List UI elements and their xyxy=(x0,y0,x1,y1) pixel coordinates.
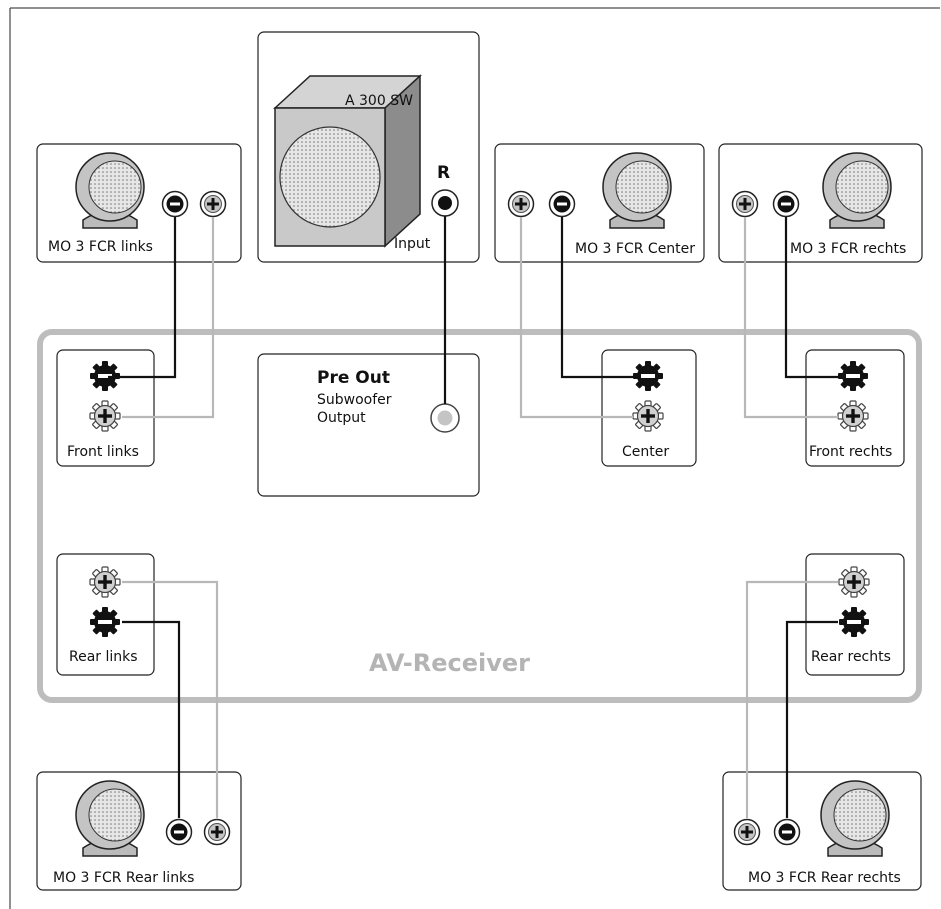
plus-terminal-icon xyxy=(203,818,231,846)
preout-title: Pre Out xyxy=(317,368,390,388)
speaker-label-rear-right: MO 3 FCR Rear rechts xyxy=(748,870,901,886)
receiver-label-front-left: Front links xyxy=(67,444,139,460)
speaker-label-center: MO 3 FCR Center xyxy=(575,241,695,257)
receiver-terminal-center: Center xyxy=(601,349,697,467)
plus-terminal-icon xyxy=(507,190,535,218)
preout-line-1: Subwoofer xyxy=(317,392,392,408)
minus-terminal-icon xyxy=(838,361,868,391)
minus-terminal-icon xyxy=(90,607,120,637)
wire-rear-right-negative xyxy=(785,620,838,818)
wire-front-left-positive xyxy=(122,217,215,419)
speaker-box-center: MO 3 FCR Center xyxy=(494,143,705,263)
receiver-preout-box: Pre Out Subwoofer Output xyxy=(257,353,480,497)
subwoofer-box: A 300 SW R Input xyxy=(257,31,480,263)
receiver-terminal-rear-left: Rear links xyxy=(56,553,155,676)
plus-terminal-icon xyxy=(199,190,227,218)
av-receiver-label: AV-Receiver xyxy=(369,649,530,677)
speaker-box-front-right: MO 3 FCR rechts xyxy=(718,143,923,263)
receiver-label-rear-right: Rear rechts xyxy=(811,649,891,665)
wire-front-left-negative xyxy=(108,217,177,379)
wire-center-negative xyxy=(560,217,633,379)
subwoofer-icon xyxy=(273,74,422,248)
speaker-label-rear-left: MO 3 FCR Rear links xyxy=(53,870,194,886)
speaker-label-front-right: MO 3 FCR rechts xyxy=(790,241,906,257)
plus-terminal-icon xyxy=(632,400,664,432)
wire-front-right-negative xyxy=(784,217,838,379)
speaker-box-rear-right: MO 3 FCR Rear rechts xyxy=(722,771,922,891)
receiver-label-rear-left: Rear links xyxy=(69,649,138,665)
plus-terminal-icon xyxy=(89,566,121,598)
receiver-terminal-rear-right: Rear rechts xyxy=(805,553,905,676)
minus-terminal-icon xyxy=(161,190,189,218)
page-frame xyxy=(9,7,940,909)
wire-front-right-positive xyxy=(743,217,838,419)
plus-terminal-icon xyxy=(838,566,870,598)
plus-terminal-icon xyxy=(733,818,761,846)
subwoofer-model-label: A 300 SW xyxy=(345,93,413,109)
wire-center-positive xyxy=(519,217,633,419)
speaker-box-front-left: MO 3 FCR links xyxy=(36,143,242,263)
minus-terminal-icon xyxy=(773,818,801,846)
minus-terminal-icon xyxy=(772,190,800,218)
av-receiver-frame xyxy=(37,329,922,703)
minus-terminal-icon xyxy=(633,361,663,391)
plus-terminal-icon xyxy=(731,190,759,218)
subwoofer-input-label: Input xyxy=(394,236,431,252)
receiver-label-center: Center xyxy=(622,444,669,460)
speaker-box-rear-left: MO 3 FCR Rear links xyxy=(36,771,242,891)
receiver-label-front-right: Front rechts xyxy=(809,444,892,460)
wire-rear-right-positive xyxy=(745,580,838,818)
wires xyxy=(108,216,838,818)
plus-terminal-icon xyxy=(89,400,121,432)
plus-terminal-icon xyxy=(837,400,869,432)
receiver-terminal-front-right: Front rechts xyxy=(805,349,905,467)
minus-terminal-icon xyxy=(548,190,576,218)
minus-terminal-icon xyxy=(165,818,193,846)
preout-line-2: Output xyxy=(317,410,366,426)
rca-jack-icon xyxy=(431,189,459,217)
minus-terminal-icon xyxy=(839,607,869,637)
receiver-terminal-front-left: Front links xyxy=(56,349,155,467)
wire-rear-left-negative xyxy=(122,620,181,818)
wire-rear-left-positive xyxy=(122,580,219,818)
speaker-label-front-left: MO 3 FCR links xyxy=(48,239,153,255)
subwoofer-channel-label: R xyxy=(437,163,450,183)
rca-jack-icon xyxy=(430,403,460,433)
